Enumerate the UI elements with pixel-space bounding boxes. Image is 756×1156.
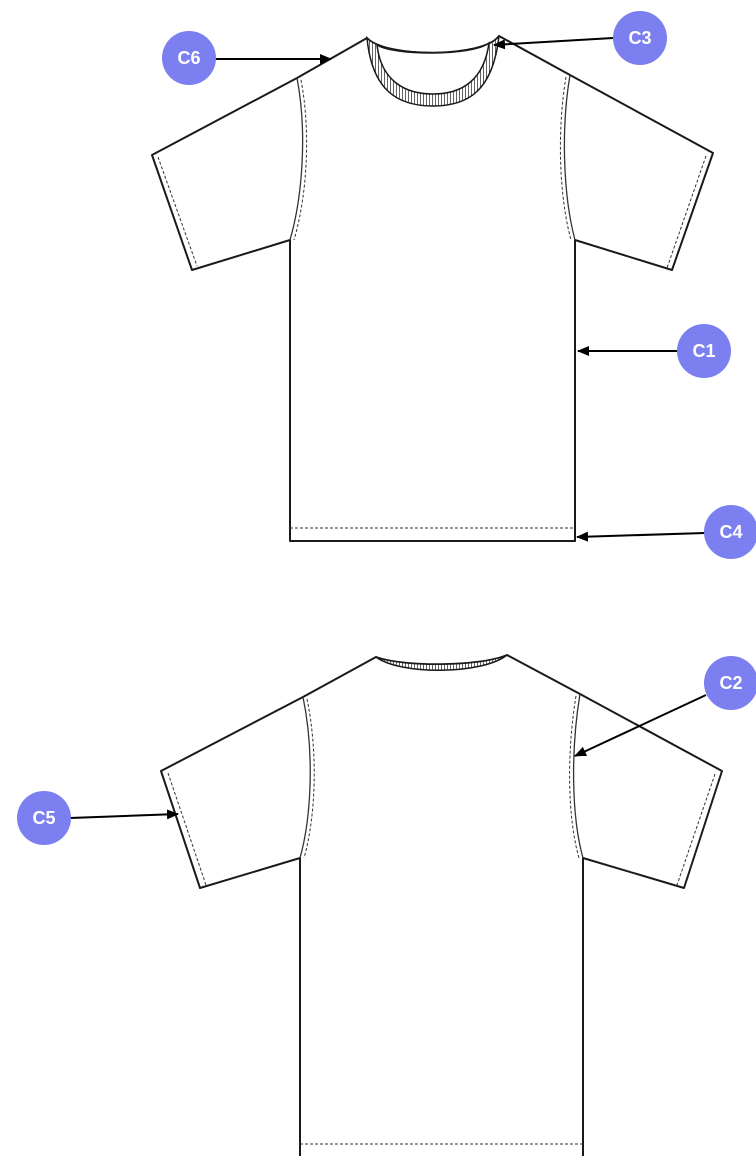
callout-c1-label: C1 xyxy=(692,341,715,361)
back-body-outline xyxy=(160,654,723,1156)
callout-c5-label: C5 xyxy=(32,808,55,828)
callout-c2-arrow xyxy=(574,694,707,757)
back-view xyxy=(160,654,723,1156)
callout-c5-badge xyxy=(17,791,71,845)
callout-c3: C3 xyxy=(493,11,667,65)
callout-c2: C2 xyxy=(574,656,756,757)
callout-c4-badge xyxy=(704,505,756,559)
callout-c3-label: C3 xyxy=(628,28,651,48)
front-body-outline xyxy=(151,35,714,542)
front-right-sleeve-seam-stitch xyxy=(559,76,572,241)
callout-c5: C5 xyxy=(17,791,179,845)
callout-c4: C4 xyxy=(576,505,756,559)
back-right-sleeve-seam-stitch xyxy=(569,695,580,859)
front-right-sleeve-seam xyxy=(563,74,576,241)
back-collar-rib xyxy=(375,654,508,671)
callout-c4-arrow xyxy=(576,531,706,542)
back-left-sleeve-seam xyxy=(299,696,311,859)
callout-c3-arrow xyxy=(493,37,614,50)
callout-c5-arrow xyxy=(69,809,179,820)
callout-c4-label: C4 xyxy=(719,522,742,542)
callout-c6-badge xyxy=(162,31,216,85)
callout-c1: C1 xyxy=(577,324,731,378)
front-left-sleeve-hem-stitch xyxy=(157,156,198,267)
callout-c3-badge xyxy=(613,11,667,65)
callout-c2-label: C2 xyxy=(719,673,742,693)
back-right-sleeve-hem-stitch xyxy=(676,773,716,886)
back-right-sleeve-seam xyxy=(572,693,584,859)
callout-c6-label: C6 xyxy=(177,48,200,68)
front-left-sleeve-seam xyxy=(289,77,304,241)
callout-c1-badge xyxy=(677,324,731,378)
callout-c6: C6 xyxy=(162,31,332,85)
front-view xyxy=(151,35,714,542)
callout-c2-badge xyxy=(704,656,756,710)
front-neck-opening xyxy=(376,41,490,95)
